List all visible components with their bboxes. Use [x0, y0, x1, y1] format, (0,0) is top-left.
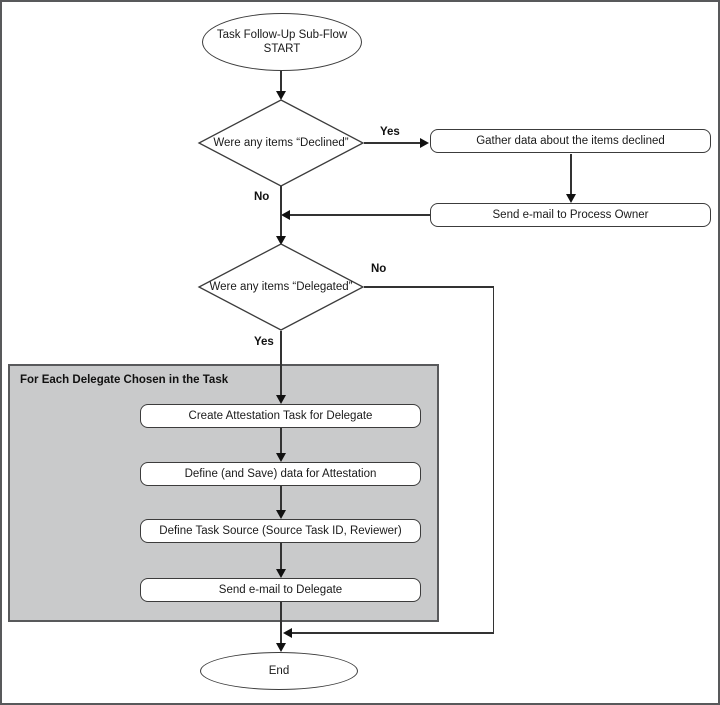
arrowhead-down-icon	[276, 236, 286, 245]
start-node-line1: Task Follow-Up Sub-Flow	[216, 29, 348, 41]
connector-delegated-no-join	[290, 632, 494, 634]
define-source-label: Define Task Source (Source Task ID, Revi…	[159, 525, 402, 537]
start-node: Task Follow-Up Sub-Flow START	[202, 13, 362, 71]
send-email-delegate-node: Send e-mail to Delegate	[140, 578, 421, 602]
label-delegated-yes: Yes	[254, 336, 274, 348]
arrowhead-down-icon	[566, 194, 576, 203]
label-declined-no: No	[254, 191, 270, 203]
send-email-owner-node: Send e-mail to Process Owner	[430, 203, 711, 227]
decision-delegated-diamond-shape	[197, 243, 365, 331]
label-declined-yes: Yes	[380, 126, 400, 138]
connector-delegated-no-v	[492, 286, 494, 633]
decision-delegated-label: Were any items “Delegated”	[209, 281, 353, 293]
connector-delegated-yes	[280, 331, 282, 396]
connector-email-back-to-main	[288, 214, 430, 216]
connector-loop-to-end	[280, 602, 282, 644]
arrowhead-left-icon	[283, 628, 292, 638]
connector-gather-to-email	[570, 154, 572, 195]
decision-declined-node: Were any items “Declined”	[197, 98, 365, 188]
gather-data-label: Gather data about the items declined	[476, 135, 665, 147]
arrowhead-right-icon	[420, 138, 429, 148]
end-node: End	[200, 652, 358, 690]
send-email-delegate-label: Send e-mail to Delegate	[218, 584, 343, 596]
create-attestation-node: Create Attestation Task for Delegate	[140, 404, 421, 428]
send-email-owner-label: Send e-mail to Process Owner	[492, 209, 649, 221]
arrowhead-down-icon	[276, 569, 286, 578]
define-source-node: Define Task Source (Source Task ID, Revi…	[140, 519, 421, 543]
label-delegated-no: No	[371, 263, 387, 275]
start-node-line2: START	[263, 43, 301, 55]
connector-source-to-send	[280, 543, 282, 569]
create-attestation-label: Create Attestation Task for Delegate	[188, 410, 373, 422]
arrowhead-down-icon	[276, 643, 286, 652]
arrowhead-left-icon	[281, 210, 290, 220]
define-save-node: Define (and Save) data for Attestation	[140, 462, 421, 486]
connector-delegated-no-h	[364, 286, 494, 288]
decision-delegated-node: Were any items “Delegated”	[197, 242, 365, 332]
connector-declined-to-delegated	[280, 186, 282, 237]
connector-define-to-source	[280, 486, 282, 510]
arrowhead-down-icon	[276, 395, 286, 404]
define-save-label: Define (and Save) data for Attestation	[184, 468, 377, 480]
connector-declined-yes	[364, 142, 421, 144]
connector-create-to-define	[280, 428, 282, 453]
decision-declined-label: Were any items “Declined”	[213, 137, 349, 149]
arrowhead-down-icon	[276, 453, 286, 462]
loop-title: For Each Delegate Chosen in the Task	[20, 374, 229, 386]
end-node-label: End	[268, 665, 290, 677]
gather-data-node: Gather data about the items declined	[430, 129, 711, 153]
arrowhead-down-icon	[276, 510, 286, 519]
arrowhead-down-icon	[276, 91, 286, 100]
connector-start-to-declined	[280, 71, 282, 93]
